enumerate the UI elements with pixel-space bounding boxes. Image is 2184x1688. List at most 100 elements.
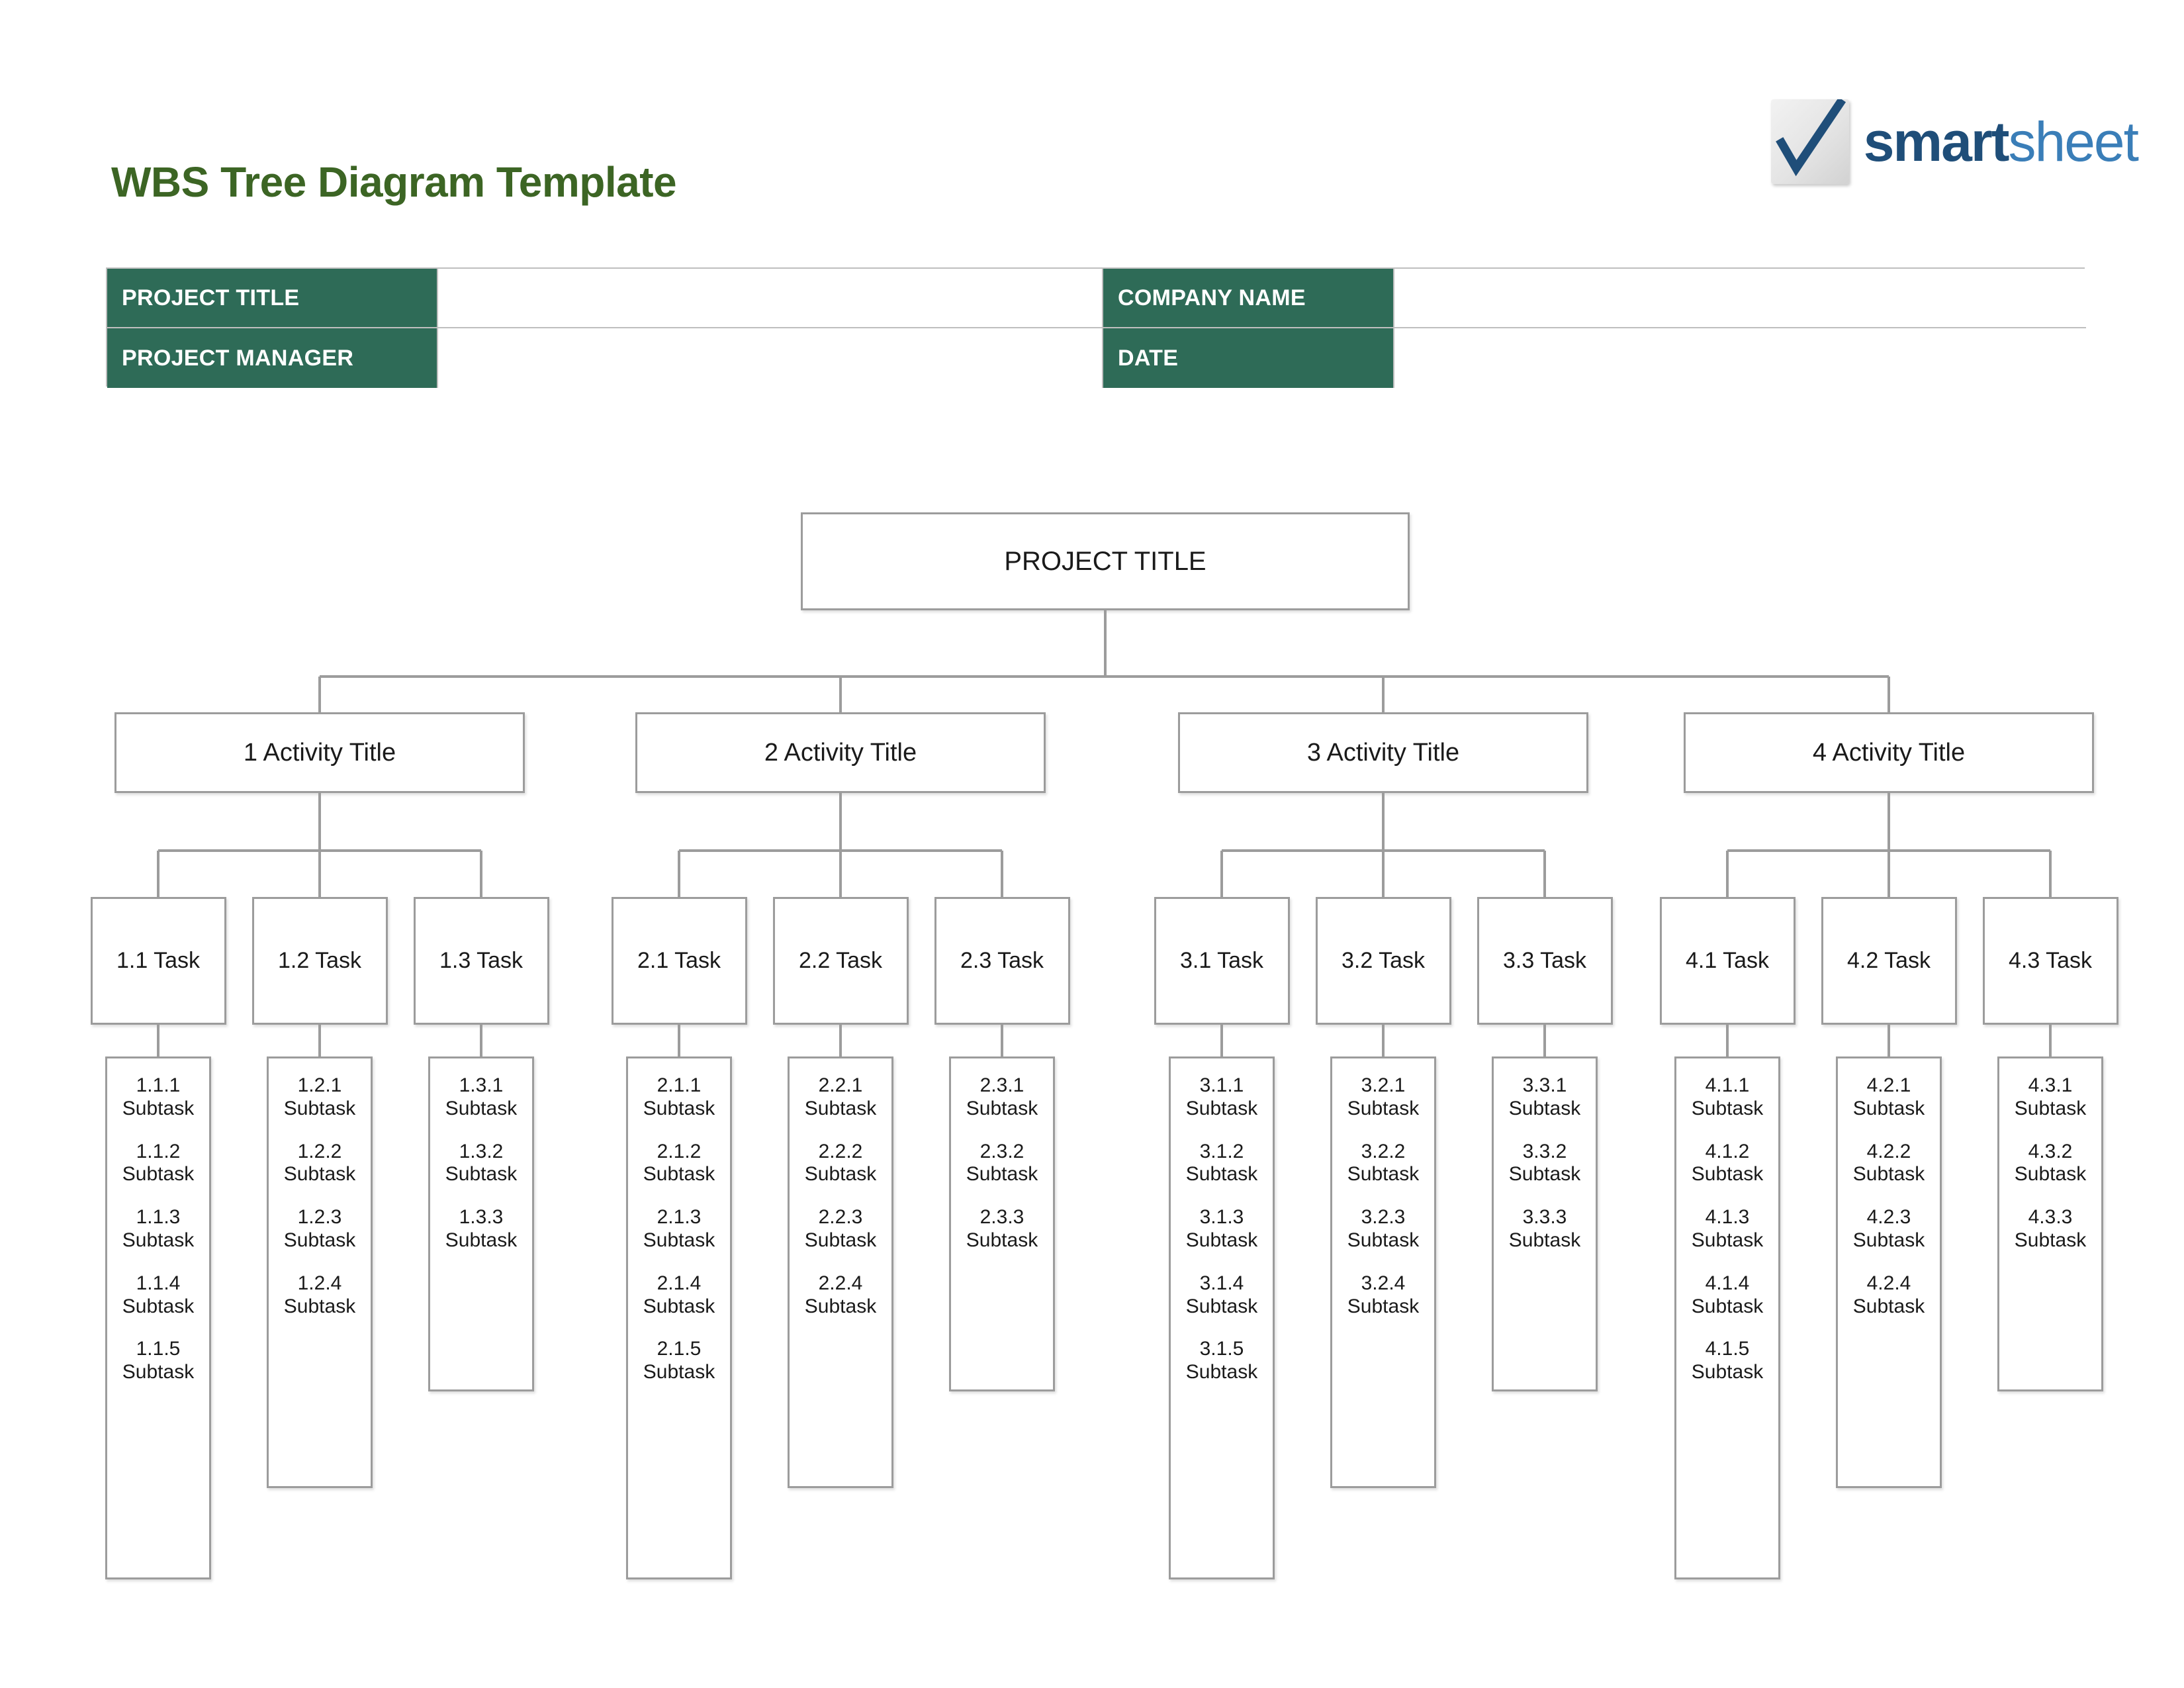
- info-value-date[interactable]: [1394, 328, 2086, 388]
- subtask-item[interactable]: 4.2.3 Subtask: [1852, 1206, 1925, 1251]
- page-header: WBS Tree Diagram Template smartsheet: [0, 0, 2184, 238]
- subtask-item[interactable]: 3.2.3 Subtask: [1347, 1206, 1420, 1251]
- activity-node-3[interactable]: 3 Activity Title: [1178, 712, 1588, 793]
- subtask-item[interactable]: 2.1.3 Subtask: [643, 1206, 715, 1251]
- logo-word-sheet: sheet: [2008, 111, 2139, 173]
- subtask-box-3-2[interactable]: 3.2.1 Subtask 3.2.2 Subtask 3.2.3 Subtask 3…: [1330, 1056, 1436, 1488]
- subtask-item[interactable]: 2.2.3 Subtask: [804, 1206, 877, 1251]
- subtask-item[interactable]: 1.1.3 Subtask: [122, 1206, 195, 1251]
- task-node-2-2[interactable]: 2.2 Task: [772, 897, 909, 1025]
- connector-task-drop-4-2: [1888, 851, 1890, 897]
- subtask-item[interactable]: 3.2.4 Subtask: [1347, 1272, 1420, 1317]
- subtask-item[interactable]: 2.1.1 Subtask: [643, 1074, 715, 1119]
- subtask-item[interactable]: 4.3.1 Subtask: [2014, 1074, 2087, 1119]
- subtask-box-3-3[interactable]: 3.3.1 Subtask 3.3.2 Subtask 3.3.3 Subtask: [1492, 1056, 1598, 1391]
- subtask-item[interactable]: 1.3.3 Subtask: [445, 1206, 518, 1251]
- subtask-item[interactable]: 3.2.2 Subtask: [1347, 1140, 1420, 1186]
- task-node-3-1[interactable]: 3.1 Task: [1154, 897, 1290, 1025]
- subtask-item[interactable]: 1.2.3 Subtask: [283, 1206, 356, 1251]
- project-info-table: PROJECT TITLE COMPANY NAME PROJECT MANAG…: [106, 267, 2086, 388]
- subtask-box-3-1[interactable]: 3.1.1 Subtask 3.1.2 Subtask 3.1.3 Subtask 3…: [1169, 1056, 1275, 1579]
- subtask-item[interactable]: 1.2.1 Subtask: [283, 1074, 356, 1119]
- subtask-item[interactable]: 1.2.4 Subtask: [283, 1272, 356, 1317]
- subtask-item[interactable]: 2.1.5 Subtask: [643, 1338, 715, 1383]
- subtask-item[interactable]: 3.3.3 Subtask: [1508, 1206, 1581, 1251]
- subtask-item[interactable]: 2.3.2 Subtask: [966, 1140, 1038, 1186]
- subtask-box-2-3[interactable]: 2.3.1 Subtask 2.3.2 Subtask 2.3.3 Subtask: [949, 1056, 1055, 1391]
- subtask-list: 2.1.1 Subtask 2.1.2 Subtask 2.1.3 Subtask 2…: [628, 1074, 730, 1384]
- subtask-item[interactable]: 1.1.2 Subtask: [122, 1140, 195, 1186]
- subtask-box-1-2[interactable]: 1.2.1 Subtask 1.2.2 Subtask 1.2.3 Subtask 1…: [267, 1056, 373, 1488]
- subtask-item[interactable]: 2.3.1 Subtask: [966, 1074, 1038, 1119]
- info-label-date: DATE: [1103, 328, 1394, 388]
- subtask-item[interactable]: 4.2.4 Subtask: [1852, 1272, 1925, 1317]
- subtask-item[interactable]: 4.1.4 Subtask: [1691, 1272, 1764, 1317]
- subtask-item[interactable]: 3.3.1 Subtask: [1508, 1074, 1581, 1119]
- subtask-item[interactable]: 2.3.3 Subtask: [966, 1206, 1038, 1251]
- task-node-1-1[interactable]: 1.1 Task: [90, 897, 226, 1025]
- task-node-4-3[interactable]: 4.3 Task: [1982, 897, 2118, 1025]
- activity-node-2[interactable]: 2 Activity Title: [635, 712, 1046, 793]
- subtask-item[interactable]: 4.1.2 Subtask: [1691, 1140, 1764, 1186]
- subtask-item[interactable]: 4.1.5 Subtask: [1691, 1338, 1764, 1383]
- task-node-2-1[interactable]: 2.1 Task: [611, 897, 747, 1025]
- subtask-item[interactable]: 3.1.1 Subtask: [1185, 1074, 1258, 1119]
- connector-subtask-stem-3-1: [1220, 1025, 1223, 1056]
- connector-subtask-stem-3-3: [1543, 1025, 1546, 1056]
- subtask-item[interactable]: 4.1.3 Subtask: [1691, 1206, 1764, 1251]
- task-node-2-3[interactable]: 2.3 Task: [934, 897, 1070, 1025]
- subtask-item[interactable]: 3.1.4 Subtask: [1185, 1272, 1258, 1317]
- subtask-item[interactable]: 2.2.2 Subtask: [804, 1140, 877, 1186]
- subtask-item[interactable]: 1.1.5 Subtask: [122, 1338, 195, 1383]
- subtask-item[interactable]: 1.1.1 Subtask: [122, 1074, 195, 1119]
- subtask-item[interactable]: 1.3.1 Subtask: [445, 1074, 518, 1119]
- info-label-company-name: COMPANY NAME: [1103, 269, 1394, 328]
- subtask-item[interactable]: 4.3.3 Subtask: [2014, 1206, 2087, 1251]
- task-node-4-2[interactable]: 4.2 Task: [1821, 897, 1957, 1025]
- info-label-project-manager: PROJECT MANAGER: [107, 328, 438, 388]
- subtask-item[interactable]: 3.1.2 Subtask: [1185, 1140, 1258, 1186]
- subtask-item[interactable]: 3.1.3 Subtask: [1185, 1206, 1258, 1251]
- subtask-item[interactable]: 3.1.5 Subtask: [1185, 1338, 1258, 1383]
- subtask-box-1-3[interactable]: 1.3.1 Subtask 1.3.2 Subtask 1.3.3 Subtask: [428, 1056, 534, 1391]
- subtask-box-4-2[interactable]: 4.2.1 Subtask 4.2.2 Subtask 4.2.3 Subtask 4…: [1836, 1056, 1942, 1488]
- subtask-item[interactable]: 3.3.2 Subtask: [1508, 1140, 1581, 1186]
- subtask-item[interactable]: 3.2.1 Subtask: [1347, 1074, 1420, 1119]
- subtask-item[interactable]: 2.1.2 Subtask: [643, 1140, 715, 1186]
- task-node-1-2[interactable]: 1.2 Task: [251, 897, 388, 1025]
- connector-subtask-stem-2-2: [839, 1025, 842, 1056]
- connector-task-drop-3-2: [1382, 851, 1385, 897]
- subtask-item[interactable]: 1.1.4 Subtask: [122, 1272, 195, 1317]
- subtask-box-4-3[interactable]: 4.3.1 Subtask 4.3.2 Subtask 4.3.3 Subtask: [1997, 1056, 2103, 1391]
- activity-node-1[interactable]: 1 Activity Title: [114, 712, 525, 793]
- task-node-4-1[interactable]: 4.1 Task: [1659, 897, 1796, 1025]
- info-value-project-title[interactable]: [438, 269, 1103, 328]
- connector-subtask-stem-3-2: [1382, 1025, 1385, 1056]
- task-node-1-3[interactable]: 1.3 Task: [413, 897, 549, 1025]
- subtask-item[interactable]: 4.1.1 Subtask: [1691, 1074, 1764, 1119]
- activity-node-4[interactable]: 4 Activity Title: [1684, 712, 2094, 793]
- subtask-item[interactable]: 2.1.4 Subtask: [643, 1272, 715, 1317]
- connector-activity-stem-3: [1382, 677, 1385, 712]
- connector-task-stem-2: [839, 793, 842, 851]
- info-value-company-name[interactable]: [1394, 269, 2086, 328]
- subtask-item[interactable]: 2.2.1 Subtask: [804, 1074, 877, 1119]
- subtask-box-4-1[interactable]: 4.1.1 Subtask 4.1.2 Subtask 4.1.3 Subtask 4…: [1674, 1056, 1780, 1579]
- subtask-item[interactable]: 4.2.2 Subtask: [1852, 1140, 1925, 1186]
- subtask-item[interactable]: 2.2.4 Subtask: [804, 1272, 877, 1317]
- subtask-box-2-1[interactable]: 2.1.1 Subtask 2.1.2 Subtask 2.1.3 Subtask 2…: [626, 1056, 732, 1579]
- subtask-item[interactable]: 4.3.2 Subtask: [2014, 1140, 2087, 1186]
- connector-task-drop-1-2: [318, 851, 321, 897]
- task-node-3-3[interactable]: 3.3 Task: [1477, 897, 1613, 1025]
- subtask-item[interactable]: 1.3.2 Subtask: [445, 1140, 518, 1186]
- subtask-box-1-1[interactable]: 1.1.1 Subtask 1.1.2 Subtask 1.1.3 Subtask 1…: [105, 1056, 211, 1579]
- info-value-project-manager[interactable]: [438, 328, 1103, 388]
- subtask-list: 4.2.1 Subtask 4.2.2 Subtask 4.2.3 Subtask 4…: [1838, 1074, 1940, 1318]
- root-node-project-title[interactable]: PROJECT TITLE: [801, 512, 1410, 610]
- subtask-item[interactable]: 4.2.1 Subtask: [1852, 1074, 1925, 1119]
- smartsheet-logo: smartsheet: [1770, 99, 2139, 184]
- connector-task-drop-1-1: [157, 851, 159, 897]
- task-node-3-2[interactable]: 3.2 Task: [1315, 897, 1451, 1025]
- subtask-item[interactable]: 1.2.2 Subtask: [283, 1140, 356, 1186]
- subtask-box-2-2[interactable]: 2.2.1 Subtask 2.2.2 Subtask 2.2.3 Subtask 2…: [788, 1056, 893, 1488]
